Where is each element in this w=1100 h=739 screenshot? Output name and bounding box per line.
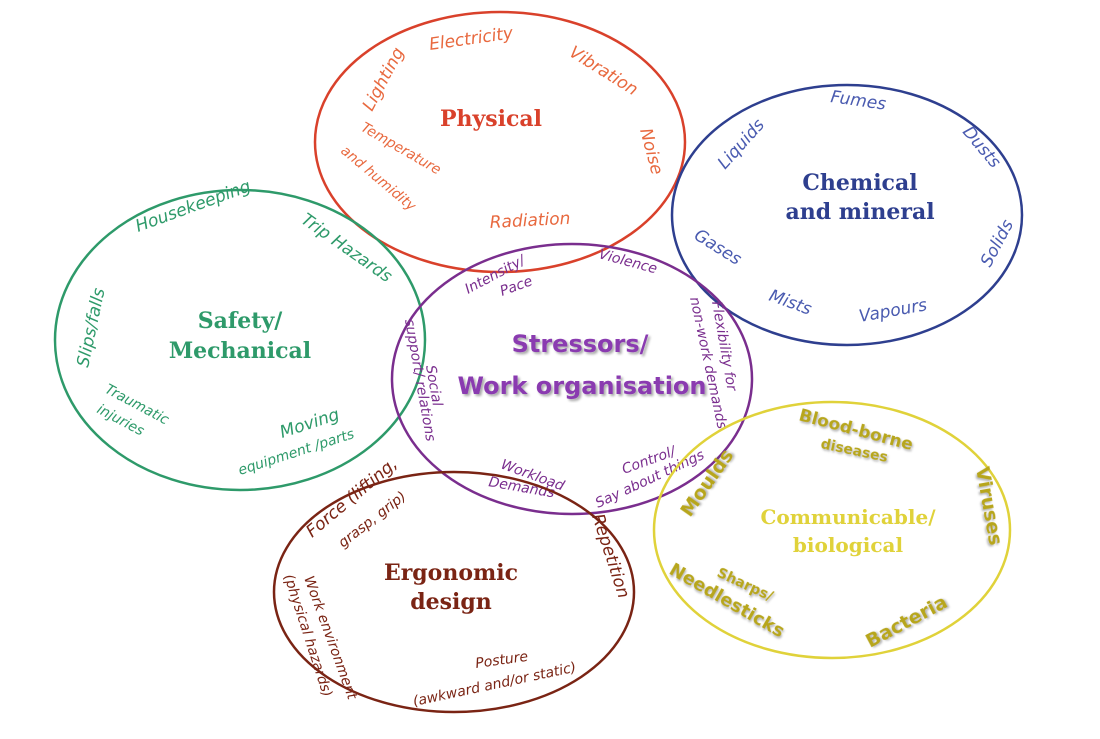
stressors-item-social: Social xyxy=(422,364,445,408)
chemical-item-solids: Solids xyxy=(977,216,1018,270)
ergonomic-ellipse xyxy=(272,470,636,714)
communicable-group: Communicable/ biological Blood-borne dis… xyxy=(652,400,1012,660)
safety-ellipse xyxy=(53,188,427,492)
ergonomic-title-line1: Ergonomic xyxy=(384,560,518,586)
communicable-title-line1: Communicable/ xyxy=(760,505,936,529)
ergonomic-item-posture: Posture xyxy=(474,649,529,672)
chemical-item-mists: Mists xyxy=(766,286,814,320)
ergonomic-title-line2: design xyxy=(410,589,492,615)
chemical-item-vapours: Vapours xyxy=(857,295,928,327)
stressors-title-line1: Stressors/ xyxy=(512,330,649,358)
safety-item-trip-hazards: Trip Hazards xyxy=(297,210,396,287)
safety-item-slips-falls: Slips/falls xyxy=(73,286,109,369)
safety-item-housekeeping: Housekeeping xyxy=(133,176,254,236)
chemical-title-line1: Chemical xyxy=(802,170,917,196)
communicable-title-line2: biological xyxy=(793,533,904,557)
chemical-item-fumes: Fumes xyxy=(829,87,887,115)
safety-title-line1: Safety/ xyxy=(198,308,284,334)
ergonomic-group: Ergonomic design Force (lifting, grasp, … xyxy=(272,454,636,714)
physical-title: Physical xyxy=(440,106,542,132)
chemical-title-line2: and mineral xyxy=(785,199,934,225)
physical-item-lighting: Lighting xyxy=(359,44,409,114)
physical-item-electricity: Electricity xyxy=(428,23,515,55)
communicable-ellipse xyxy=(652,400,1012,660)
communicable-item-viruses: Viruses xyxy=(971,465,1006,547)
physical-ellipse xyxy=(313,10,687,274)
safety-group: Safety/ Mechanical Housekeeping Trip Haz… xyxy=(53,176,427,492)
chemical-ellipse xyxy=(670,83,1024,347)
stressors-ellipse xyxy=(390,242,754,516)
physical-item-radiation: Radiation xyxy=(489,209,571,233)
chemical-item-gases: Gases xyxy=(690,225,745,269)
physical-item-noise: Noise xyxy=(635,126,667,177)
communicable-item-bacteria: Bacteria xyxy=(862,591,951,652)
safety-title-line2: Mechanical xyxy=(169,338,311,364)
stressors-title-line2: Work organisation xyxy=(457,372,706,400)
